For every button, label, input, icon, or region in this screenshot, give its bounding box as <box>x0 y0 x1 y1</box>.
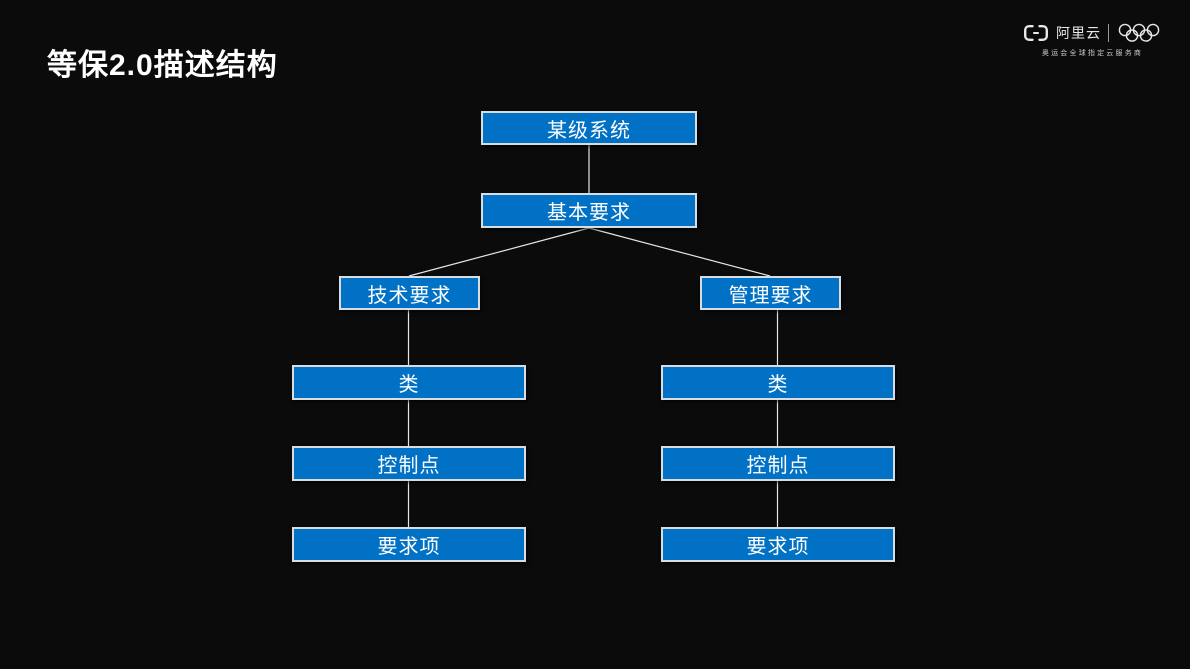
brand-row: 阿里云 <box>1023 22 1162 44</box>
node-system-level: 某级系统 <box>481 111 697 145</box>
node-control-point-left: 控制点 <box>292 446 526 481</box>
node-technical-requirements: 技术要求 <box>339 276 480 310</box>
alibaba-cloud-bracket-icon <box>1023 24 1049 42</box>
node-basic-requirements: 基本要求 <box>481 193 697 228</box>
brand-name: 阿里云 <box>1056 25 1101 41</box>
page-title: 等保2.0描述结构 <box>47 49 278 82</box>
brand-tagline: 奥运会全球指定云服务商 <box>1041 50 1144 57</box>
node-class-right: 类 <box>661 365 895 400</box>
node-requirement-item-right: 要求项 <box>661 527 895 562</box>
olympic-rings-icon <box>1116 22 1162 44</box>
node-requirement-item-left: 要求项 <box>292 527 526 562</box>
node-class-left: 类 <box>292 365 526 400</box>
node-control-point-right: 控制点 <box>661 446 895 481</box>
brand-logo: 阿里云 奥运会全球指定云服务商 <box>1023 22 1162 58</box>
brand-divider <box>1108 24 1109 42</box>
node-management-requirements: 管理要求 <box>700 276 841 310</box>
